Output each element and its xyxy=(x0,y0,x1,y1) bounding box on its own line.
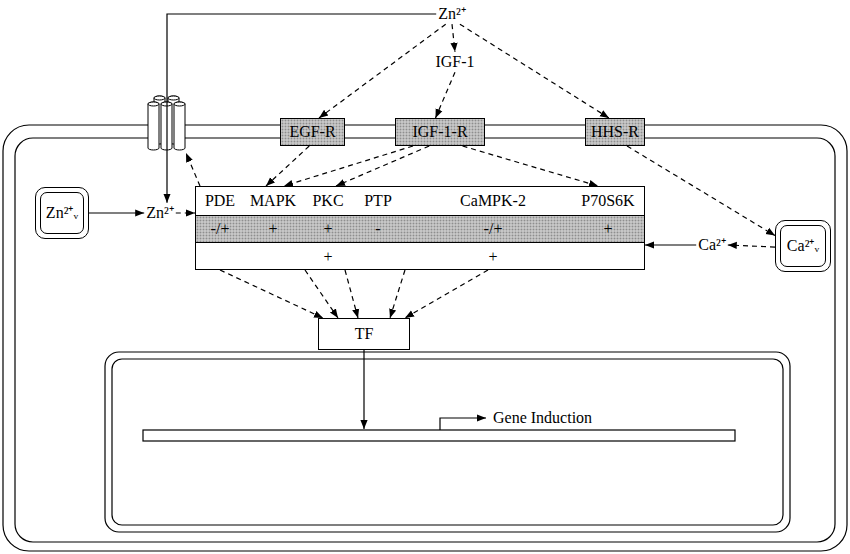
channel-subunit xyxy=(174,102,185,150)
signal-arrow xyxy=(305,270,338,318)
node-text: + xyxy=(323,248,332,266)
transcription-start-arrow xyxy=(440,418,486,430)
nucleus-membrane-inner xyxy=(112,359,783,525)
node-text: + xyxy=(488,248,497,266)
signal-arrow xyxy=(167,14,436,203)
node-text: Zn²⁺ xyxy=(438,5,466,23)
node-text: IGF-1-R xyxy=(412,123,467,141)
node-text: + xyxy=(268,220,277,238)
node-text: IGF-1 xyxy=(435,53,474,71)
channel-subunit-top xyxy=(148,102,159,106)
node-text: PKC xyxy=(312,192,343,210)
receptor-box: HHS-R xyxy=(585,118,645,146)
node-text: HHS-R xyxy=(591,123,639,141)
channel-subunit-top xyxy=(154,96,165,100)
channel-subunit-top xyxy=(168,96,179,100)
signal-arrow xyxy=(284,146,413,186)
signal-arrow xyxy=(728,245,775,247)
node-text: EGF-R xyxy=(289,123,335,141)
ion-label: IGF-1 xyxy=(433,52,476,72)
transcription-factor-box: TF xyxy=(318,318,410,350)
node-text: - xyxy=(375,220,380,238)
node-text: -/+ xyxy=(484,220,503,238)
cell-membrane-outer xyxy=(3,125,847,551)
signal-arrow xyxy=(463,146,599,186)
signal-arrow xyxy=(460,24,609,118)
node-text: MAPK xyxy=(250,192,296,210)
node-text: Ca²⁺ᵥ xyxy=(787,237,819,255)
vesicle-box: Zn²⁺ᵥ xyxy=(35,187,89,239)
vesicle-box: Ca²⁺ᵥ xyxy=(775,220,831,272)
signal-arrow xyxy=(176,212,195,213)
receptor-box: IGF-1-R xyxy=(395,118,485,146)
effect-band xyxy=(196,215,644,243)
pde-to-channel-arrow xyxy=(186,153,200,186)
kinase-panel: PDE MAPK PKC PTP CaMPK-2 P70S6K -/+ + + - -/+ + + + xyxy=(195,186,645,270)
annotation-label: Gene Induction xyxy=(492,409,593,427)
node-text: + xyxy=(603,220,612,238)
dna-bar xyxy=(143,430,735,441)
node-text: Zn²⁺ xyxy=(146,204,174,222)
signal-arrow xyxy=(336,146,429,186)
node-text: P70S6K xyxy=(581,192,634,210)
node-text: CaMPK-2 xyxy=(460,192,526,210)
channel-subunit xyxy=(148,102,159,150)
node-text: TF xyxy=(355,325,374,343)
signal-arrow xyxy=(345,270,358,318)
signal-arrow xyxy=(89,212,144,213)
signal-arrow xyxy=(220,270,323,318)
ion-label: Ca²⁺ xyxy=(696,235,728,255)
signal-arrow xyxy=(627,146,775,236)
tf-to-dna-arrow xyxy=(363,350,364,429)
node-text: Ca²⁺ xyxy=(698,236,726,254)
node-text: PTP xyxy=(364,192,392,210)
cell-membrane-inner xyxy=(15,138,835,542)
ion-label: Zn²⁺ xyxy=(144,203,176,223)
node-text: PDE xyxy=(205,192,235,210)
nucleus-membrane-outer xyxy=(105,352,790,532)
signal-arrow xyxy=(436,72,455,118)
node-text: + xyxy=(323,220,332,238)
signal-arrow xyxy=(452,24,455,52)
signal-arrow xyxy=(405,270,488,318)
node-text: Zn²⁺ᵥ xyxy=(46,204,78,222)
signal-arrow xyxy=(266,146,309,186)
receptor-box: EGF-R xyxy=(280,118,345,146)
channel-subunit-top xyxy=(174,102,185,106)
ion-label: Zn²⁺ xyxy=(436,4,468,24)
signal-arrow xyxy=(319,24,446,118)
signal-arrow xyxy=(390,270,405,318)
node-text: -/+ xyxy=(211,220,230,238)
signal-arrow xyxy=(645,244,696,245)
